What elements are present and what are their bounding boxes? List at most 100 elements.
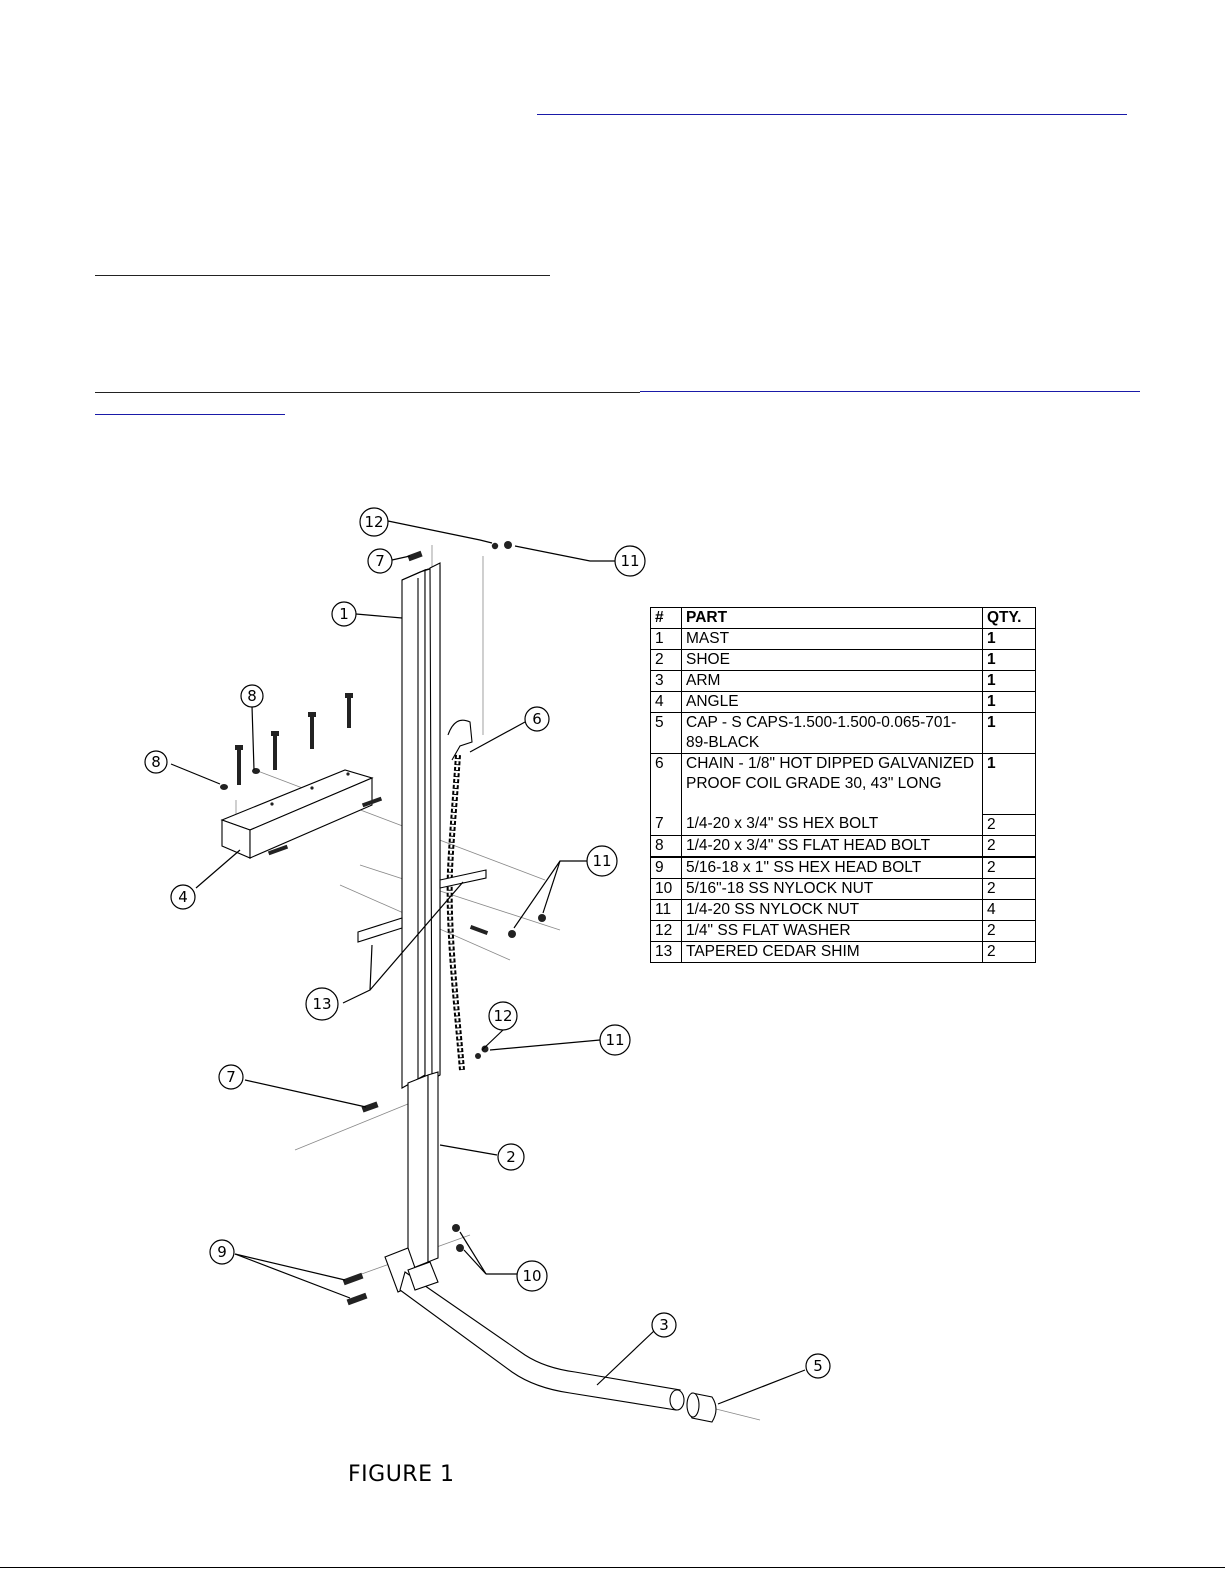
callout-11-mid: 11: [586, 845, 618, 877]
row-part: 1/4-20 SS NYLOCK NUT: [681, 898, 983, 921]
row-part: CHAIN - 1/8" HOT DIPPED GALVANIZED PROOF…: [681, 753, 983, 814]
callout-13: 13: [305, 987, 339, 1021]
row-num: 6: [650, 753, 682, 814]
row-part: MAST: [681, 628, 983, 650]
shoe-part: [407, 1071, 439, 1271]
row-qty: 2: [982, 813, 1036, 836]
row-num: 7: [650, 814, 682, 836]
callout-1: 1: [331, 601, 357, 627]
row-qty: 4: [982, 898, 1036, 921]
row-num: 1: [650, 628, 682, 650]
svg-text:9: 9: [217, 1243, 227, 1261]
svg-text:1: 1: [339, 605, 349, 623]
row-qty: 1: [982, 628, 1036, 650]
svg-text:2: 2: [506, 1148, 516, 1166]
text-underline: [95, 275, 550, 276]
callout-4: 4: [170, 884, 196, 910]
row-part: ARM: [681, 670, 983, 692]
row-part: 1/4" SS FLAT WASHER: [681, 919, 983, 942]
row-part: 1/4-20 x 3/4" SS FLAT HEAD BOLT: [681, 834, 983, 857]
row-qty: 1: [982, 649, 1036, 671]
row-qty: 1: [982, 670, 1036, 692]
callout-11-top: 11: [614, 545, 646, 577]
parts-table-header: # PART QTY.: [650, 607, 1036, 629]
callout-12-lower: 12: [488, 1001, 518, 1031]
row-part: TAPERED CEDAR SHIM: [681, 940, 983, 963]
svg-text:13: 13: [312, 995, 331, 1013]
svg-text:7: 7: [375, 552, 385, 570]
svg-text:12: 12: [493, 1007, 512, 1025]
page-bottom-rule: [0, 1567, 1225, 1568]
callout-3: 3: [651, 1312, 677, 1338]
row-part: CAP - S CAPS-1.500-1.500-0.065-701-89-BL…: [681, 712, 983, 754]
header-num: #: [650, 607, 682, 629]
mast-part: [401, 562, 441, 1089]
svg-text:7: 7: [226, 1068, 236, 1086]
header-part: PART: [681, 607, 983, 629]
svg-text:12: 12: [364, 513, 383, 531]
row-num: 12: [650, 919, 682, 942]
row-qty: 2: [982, 877, 1036, 900]
callout-8-left: 8: [144, 750, 168, 774]
cap-part: [686, 1392, 717, 1423]
row-num: 11: [650, 898, 682, 921]
row-part: SHOE: [681, 649, 983, 671]
callout-12-top: 12: [359, 507, 389, 537]
row-part: ANGLE: [681, 691, 983, 713]
row-num: 10: [650, 877, 682, 900]
svg-text:4: 4: [178, 888, 188, 906]
callout-2: 2: [497, 1143, 525, 1171]
row-qty: 2: [982, 940, 1036, 963]
svg-text:11: 11: [620, 552, 639, 570]
row-num: 4: [650, 691, 682, 713]
text-underline-long: [95, 392, 640, 393]
svg-text:10: 10: [522, 1267, 541, 1285]
row-part: 5/16"-18 SS NYLOCK NUT: [681, 877, 983, 900]
row-qty: 1: [982, 691, 1036, 713]
callout-7-lower: 7: [218, 1064, 244, 1090]
row-qty: 2: [982, 919, 1036, 942]
link-underline-2[interactable]: [640, 391, 1140, 392]
row-qty: 2: [982, 834, 1036, 857]
svg-text:8: 8: [247, 687, 257, 705]
angle-part: [220, 769, 374, 859]
svg-text:6: 6: [532, 710, 542, 728]
row-part: 1/4-20 x 3/4" SS HEX BOLT: [681, 814, 983, 836]
callout-8-top: 8: [240, 684, 264, 708]
row-qty: 1: [982, 712, 1036, 754]
callout-9: 9: [209, 1239, 235, 1265]
row-num: 5: [650, 712, 682, 754]
row-num: 9: [650, 855, 682, 879]
svg-text:11: 11: [605, 1031, 624, 1049]
row-part: 5/16-18 x 1" SS HEX HEAD BOLT: [681, 855, 983, 879]
callout-11-lower: 11: [599, 1024, 631, 1056]
svg-text:3: 3: [659, 1316, 669, 1334]
svg-text:8: 8: [151, 753, 161, 771]
row-num: 2: [650, 649, 682, 671]
link-underline-1[interactable]: [537, 114, 1127, 115]
callout-10: 10: [516, 1260, 548, 1292]
header-qty: QTY.: [982, 607, 1036, 629]
shim-parts: [357, 869, 487, 943]
hardware: [220, 541, 546, 1306]
row-num: 13: [650, 940, 682, 963]
svg-text:5: 5: [813, 1357, 823, 1375]
link-underline-3[interactable]: [95, 414, 285, 415]
leader-lines: [170, 520, 806, 1405]
row-qty: 1: [982, 753, 1036, 814]
row-qty: 2: [982, 855, 1036, 879]
